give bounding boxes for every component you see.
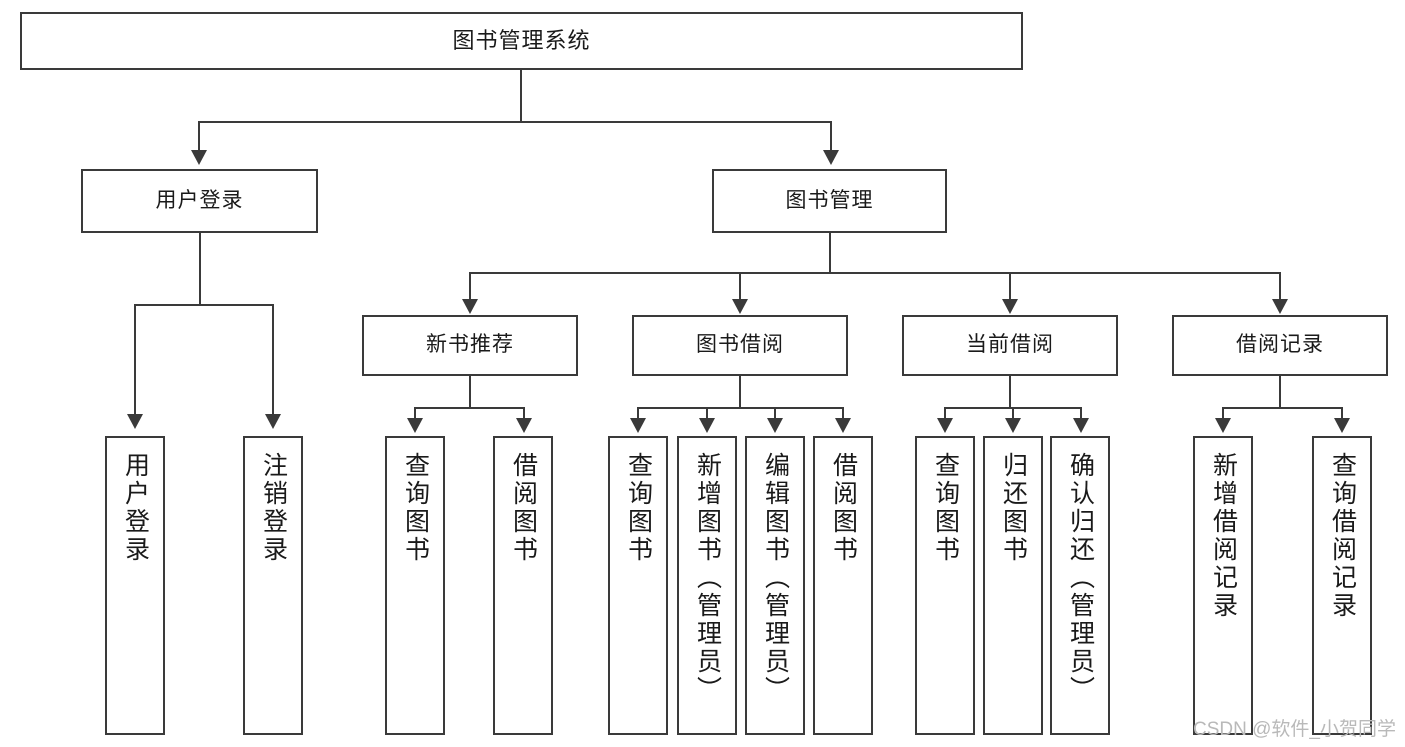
arrow-root-to-user-login <box>191 150 207 165</box>
leaf-new-book-borrow-book[interactable]: 借阅图书 <box>493 436 553 735</box>
node-label: 图书管理 <box>785 188 874 212</box>
arrow-new-book-to-leaf-2 <box>516 418 532 433</box>
connector-book-borrow-to-leaf-1 <box>637 407 639 420</box>
connector-root-to-book-mgmt <box>830 121 832 152</box>
leaf-current-borrow-confirm-return-admin[interactable]: 确认归还（管理员） <box>1050 436 1110 735</box>
leaf-borrow-record-add-record[interactable]: 新增借阅记录 <box>1193 436 1253 735</box>
connector-new-book-to-leaf-1 <box>414 407 416 420</box>
leaf-borrow-record-query-record[interactable]: 查询借阅记录 <box>1312 436 1372 735</box>
arrow-user-login-to-leaf-1 <box>127 414 143 429</box>
node-label: 当前借阅 <box>966 333 1054 357</box>
connector-user-login-to-leaf-1 <box>134 304 136 416</box>
connector-borrow-record-to-leaf-2 <box>1341 407 1343 420</box>
connector-book-borrow-stem <box>739 376 741 408</box>
node-label: 借阅记录 <box>1236 333 1324 357</box>
arrow-borrow-record-to-leaf-2 <box>1334 418 1350 433</box>
connector-book-mgmt-to-new-book <box>469 272 471 301</box>
node-label: 编辑图书（管理员） <box>761 452 790 704</box>
arrow-current-borrow-to-leaf-3 <box>1073 418 1089 433</box>
leaf-book-borrow-query-book[interactable]: 查询图书 <box>608 436 668 735</box>
node-label: 新增图书（管理员） <box>693 452 722 704</box>
arrow-book-borrow-to-leaf-2 <box>699 418 715 433</box>
node-label: 借阅图书 <box>509 452 538 564</box>
node-label: 用户登录 <box>155 188 244 212</box>
leaf-book-borrow-borrow-book[interactable]: 借阅图书 <box>813 436 873 735</box>
leaf-new-book-query-book[interactable]: 查询图书 <box>385 436 445 735</box>
connector-book-mgmt-to-current <box>1009 272 1011 301</box>
connector-current-borrow-to-leaf-2 <box>1012 407 1014 420</box>
leaf-current-borrow-return-book[interactable]: 归还图书 <box>983 436 1043 735</box>
leaf-book-borrow-add-book-admin[interactable]: 新增图书（管理员） <box>677 436 737 735</box>
arrow-book-mgmt-to-new-book <box>462 299 478 314</box>
arrow-root-to-book-mgmt <box>823 150 839 165</box>
connector-book-borrow-to-leaf-4 <box>842 407 844 420</box>
connector-new-book-to-leaf-2 <box>523 407 525 420</box>
connector-book-mgmt-stem <box>829 233 831 273</box>
connector-borrow-record-to-leaf-1 <box>1222 407 1224 420</box>
arrow-book-mgmt-to-current <box>1002 299 1018 314</box>
leaf-user-login-logout[interactable]: 注销登录 <box>243 436 303 735</box>
node-root-library-system[interactable]: 图书管理系统 <box>20 12 1023 70</box>
node-book-borrow[interactable]: 图书借阅 <box>632 315 848 376</box>
leaf-book-borrow-edit-book-admin[interactable]: 编辑图书（管理员） <box>745 436 805 735</box>
node-label: 查询图书 <box>931 452 960 564</box>
node-label: 查询图书 <box>624 452 653 564</box>
node-label: 用户登录 <box>121 452 150 564</box>
node-new-book-recommend[interactable]: 新书推荐 <box>362 315 578 376</box>
connector-borrow-record-bar <box>1222 407 1342 409</box>
connector-new-book-bar <box>414 407 524 409</box>
node-label: 借阅图书 <box>829 452 858 564</box>
node-user-login[interactable]: 用户登录 <box>81 169 318 233</box>
node-book-management[interactable]: 图书管理 <box>712 169 947 233</box>
connector-book-mgmt-bar <box>469 272 1281 274</box>
arrow-user-login-to-leaf-2 <box>265 414 281 429</box>
connector-current-borrow-to-leaf-3 <box>1080 407 1082 420</box>
leaf-current-borrow-query-book[interactable]: 查询图书 <box>915 436 975 735</box>
node-label: 查询借阅记录 <box>1328 452 1357 620</box>
connector-user-login-to-leaf-2 <box>272 304 274 416</box>
node-label: 图书借阅 <box>696 333 784 357</box>
arrow-new-book-to-leaf-1 <box>407 418 423 433</box>
connector-book-mgmt-to-borrow <box>739 272 741 301</box>
connector-book-borrow-to-leaf-2 <box>706 407 708 420</box>
node-label: 新增借阅记录 <box>1209 452 1238 620</box>
connector-book-borrow-to-leaf-3 <box>774 407 776 420</box>
connector-root-bar <box>198 121 832 123</box>
arrow-current-borrow-to-leaf-2 <box>1005 418 1021 433</box>
arrow-book-mgmt-to-record <box>1272 299 1288 314</box>
arrow-book-mgmt-to-borrow <box>732 299 748 314</box>
node-current-borrow[interactable]: 当前借阅 <box>902 315 1118 376</box>
csdn-watermark: CSDN @软件_小贺同学 <box>1193 719 1396 740</box>
node-label: 图书管理系统 <box>452 28 591 54</box>
arrow-current-borrow-to-leaf-1 <box>937 418 953 433</box>
node-label: 查询图书 <box>401 452 430 564</box>
node-borrow-record[interactable]: 借阅记录 <box>1172 315 1388 376</box>
connector-user-login-stem <box>199 233 201 305</box>
node-label: 确认归还（管理员） <box>1066 452 1095 704</box>
connector-book-mgmt-to-record <box>1279 272 1281 301</box>
connector-root-to-user-login <box>198 121 200 152</box>
connector-borrow-record-stem <box>1279 376 1281 408</box>
connector-current-borrow-to-leaf-1 <box>944 407 946 420</box>
leaf-user-login-login[interactable]: 用户登录 <box>105 436 165 735</box>
arrow-book-borrow-to-leaf-4 <box>835 418 851 433</box>
connector-user-login-bar <box>134 304 273 306</box>
connector-current-borrow-stem <box>1009 376 1011 408</box>
connector-new-book-stem <box>469 376 471 408</box>
arrow-book-borrow-to-leaf-3 <box>767 418 783 433</box>
node-label: 注销登录 <box>259 452 288 564</box>
connector-book-borrow-bar <box>637 407 843 409</box>
arrow-borrow-record-to-leaf-1 <box>1215 418 1231 433</box>
arrow-book-borrow-to-leaf-1 <box>630 418 646 433</box>
node-label: 新书推荐 <box>426 333 514 357</box>
connector-root-stem <box>520 70 522 122</box>
node-label: 归还图书 <box>999 452 1028 564</box>
